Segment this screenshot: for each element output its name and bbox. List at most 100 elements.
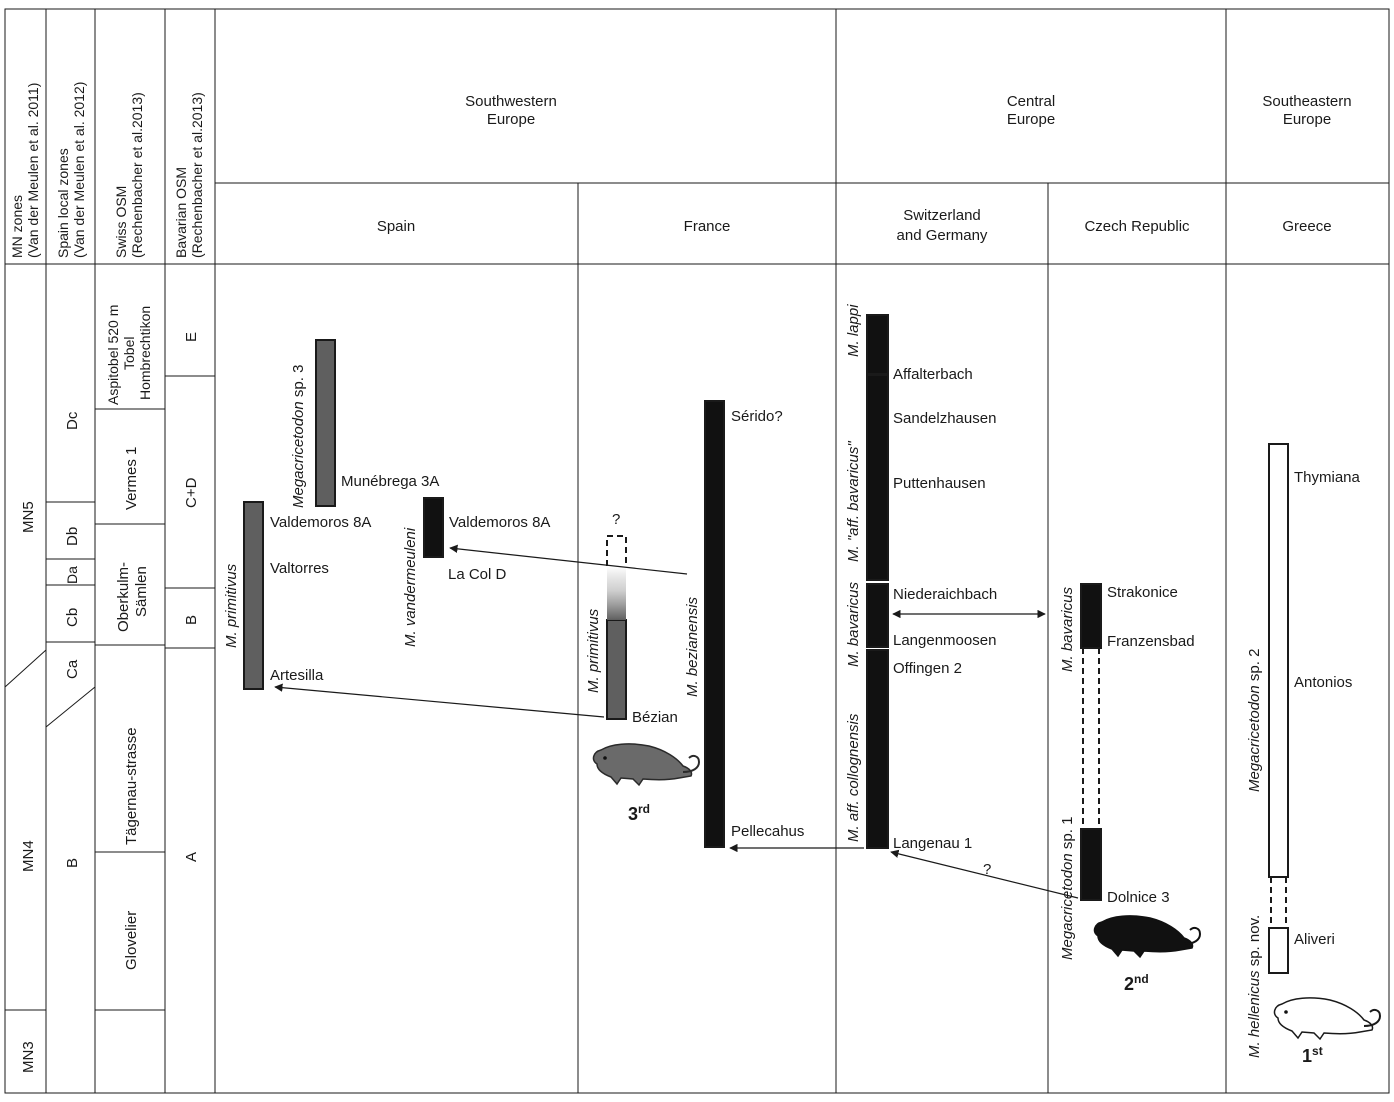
arrow-bezianensis-to-vandermeuleni	[449, 544, 688, 575]
swiss-glovelier: Glovelier	[123, 911, 140, 970]
locality-bezian: Bézian	[632, 709, 678, 726]
bav-zone-e: E	[183, 332, 200, 342]
country-switzerland: Switzerland	[903, 207, 981, 224]
arrow-bezian-to-artesilla	[274, 683, 605, 718]
locality-franzensbad: Franzensbad	[1107, 633, 1195, 650]
spain-local-header: Spain local zones	[55, 148, 71, 258]
locality-puttenhausen: Puttenhausen	[893, 475, 986, 492]
range-bar-m-bavaricus-czech	[1080, 583, 1102, 649]
swiss-osm-ref: (Rechenbacher et al.2013)	[129, 92, 145, 258]
region-central-2: Europe	[1007, 111, 1055, 128]
country-spain: Spain	[377, 218, 415, 235]
spain-zone-da: Da	[64, 566, 80, 584]
taxon-m-aff-collognensis: M. aff. collognensis	[845, 713, 862, 842]
question-mark-dolnice-arrow: ?	[983, 861, 991, 878]
range-fade-m-primitivus-france	[607, 566, 626, 620]
taxon-mega-sp2: Megacricetodon sp. 2	[1246, 649, 1263, 792]
spain-zone-b: B	[64, 858, 81, 868]
taxon-m-bavaricus-czech: M. bavaricus	[1059, 586, 1076, 672]
mn-zones-ref: (Van der Meulen et al. 2011)	[25, 83, 41, 258]
country-germany: and Germany	[897, 227, 988, 244]
locality-pellecahus: Pellecahus	[731, 823, 804, 840]
taxon-mega-sp1: Megacricetodon sp. 1	[1059, 817, 1076, 960]
range-bar-m-hellenicus	[1268, 927, 1289, 974]
taxon-m-aff-bavaricus: M. "aff. bavaricus"	[845, 441, 862, 562]
swiss-tobel: Tobel	[121, 337, 137, 370]
mn-zones-header: MN zones	[9, 195, 25, 258]
rodent-icon-2nd	[1093, 915, 1202, 959]
dispersal-label-2nd: 2nd	[1124, 972, 1149, 994]
dispersal-label-1st: 1st	[1302, 1044, 1323, 1066]
locality-artesilla: Artesilla	[270, 667, 324, 684]
locality-affalterbach: Affalterbach	[893, 366, 973, 383]
question-mark-primitivus: ?	[612, 511, 620, 528]
taxon-m-bavaricus-swiss: M. bavaricus	[845, 581, 862, 667]
rodent-icon-3rd	[592, 743, 701, 787]
mn4-label: MN4	[20, 840, 37, 872]
swiss-hombrechtikon: Hombrechtikon	[137, 306, 153, 400]
range-bar-m-bezianensis	[704, 400, 725, 848]
spain-zone-db: Db	[64, 527, 81, 546]
locality-strakonice: Strakonice	[1107, 584, 1178, 601]
locality-serido: Sérido?	[731, 408, 783, 425]
locality-dolnice: Dolnice 3	[1107, 889, 1170, 906]
range-bar-mega-sp3	[315, 339, 336, 507]
spain-zone-dc: Dc	[64, 411, 81, 430]
region-central: Central	[1007, 93, 1055, 110]
locality-langenau: Langenau 1	[893, 835, 972, 852]
bav-zone-b: B	[183, 615, 200, 625]
taxon-m-hellenicus: M. hellenicus sp. nov.	[1246, 915, 1263, 1058]
swiss-samlen: Sämlen	[133, 566, 150, 617]
locality-valtorres: Valtorres	[270, 560, 329, 577]
spain-zone-ca: Ca	[64, 659, 81, 679]
swiss-aspitobel: Aspitobel 520 m	[105, 305, 121, 405]
country-france: France	[684, 218, 731, 235]
dispersal-label-3rd: 3rd	[628, 802, 650, 824]
range-bar-m-bavaricus-swiss	[866, 583, 889, 648]
bavarian-osm-ref: (Rechenbacher et al.2013)	[189, 92, 205, 258]
taxon-m-primitivus-spain: M. primitivus	[223, 563, 240, 648]
locality-valdemoros-spain: Valdemoros 8A	[270, 514, 371, 531]
swiss-osm-header: Swiss OSM	[113, 186, 129, 258]
country-greece: Greece	[1282, 218, 1331, 235]
locality-aliveri: Aliveri	[1294, 931, 1335, 948]
taxon-m-primitivus-france: M. primitivus	[585, 608, 602, 693]
range-bar-m-aff-bavaricus	[866, 374, 889, 581]
swiss-vermes: Vermes 1	[123, 447, 140, 510]
range-bar-mega-sp2	[1268, 443, 1289, 878]
swiss-oberkulm: Oberkulm-	[115, 562, 132, 632]
mn5-label: MN5	[20, 501, 37, 533]
grid-lines	[4, 8, 1390, 1094]
range-bar-m-aff-collognensis	[866, 649, 889, 849]
range-bar-mega-sp1	[1080, 828, 1102, 901]
locality-valdemoros-vander: Valdemoros 8A	[449, 514, 550, 531]
range-bar-m-lappi	[866, 314, 889, 375]
locality-sandelzhausen: Sandelzhausen	[893, 410, 996, 427]
locality-offingen: Offingen 2	[893, 660, 962, 677]
arrow-dolnice-to-langenau	[890, 849, 1079, 899]
spain-zone-cb: Cb	[64, 608, 81, 627]
region-southwestern: Southwestern	[465, 93, 557, 110]
spain-local-ref: (Van der Meulen et al. 2012)	[71, 82, 87, 258]
country-czech: Czech Republic	[1084, 218, 1190, 235]
region-southeastern: Southeastern	[1262, 93, 1351, 110]
dashed-range-primitivus-top	[606, 535, 627, 566]
bavarian-osm-header: Bavarian OSM	[173, 167, 189, 258]
locality-la-col-d: La Col D	[448, 566, 507, 583]
swiss-tagernau: Tägernau-strasse	[123, 727, 140, 845]
bav-zone-cd: C+D	[183, 477, 200, 508]
rodent-icon-1st	[1273, 997, 1382, 1041]
range-bar-m-vandermeuleni	[423, 497, 444, 558]
taxon-mega-sp3: Megacricetodon sp. 3	[290, 365, 307, 508]
taxon-m-lappi: M. lappi	[845, 304, 862, 357]
locality-niederaichbach: Niederaichbach	[893, 586, 997, 603]
region-southwestern-2: Europe	[487, 111, 535, 128]
locality-thymiana: Thymiana	[1294, 469, 1361, 486]
taxon-m-vandermeuleni: M. vandermeuleni	[402, 527, 419, 647]
taxon-m-bezianensis: M. bezianensis	[684, 596, 701, 697]
locality-langenmoosen: Langenmoosen	[893, 632, 996, 649]
mn3-label: MN3	[20, 1041, 37, 1073]
locality-antonios: Antonios	[1294, 674, 1352, 691]
